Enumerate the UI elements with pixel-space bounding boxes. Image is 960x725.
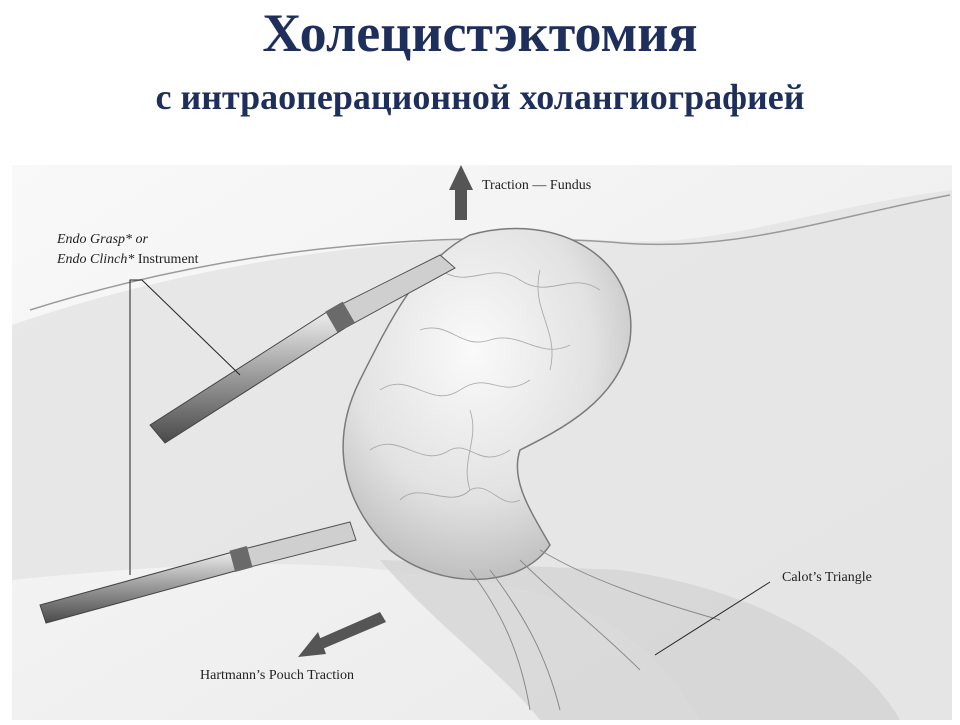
- instrument-label-line2-rest: Instrument: [134, 252, 199, 267]
- gallbladder: [342, 227, 632, 581]
- instrument-label-line2: Endo Clinch* Instrument: [57, 252, 199, 268]
- instrument-label-line1: Endo Grasp* or: [57, 232, 149, 247]
- instrument-label-line2-italic: Endo Clinch*: [57, 252, 135, 267]
- arrow-down-left-icon: [298, 612, 386, 657]
- leader-lines: [129, 279, 771, 656]
- arrow-up-icon: [449, 165, 473, 220]
- upper-instrument: [149, 254, 456, 444]
- gallbladder-vessels: [369, 269, 601, 503]
- traction-fundus-label: Traction — Fundus: [482, 178, 592, 193]
- cystic-structures: [469, 549, 721, 711]
- lower-instrument: [39, 521, 357, 624]
- slide-title: Холецистэктомия: [262, 3, 698, 63]
- hartmann-traction-label: Hartmann’s Pouch Traction: [200, 668, 354, 683]
- calots-triangle-label: Calot’s Triangle: [782, 570, 872, 585]
- lower-tissue: [380, 560, 900, 720]
- cholecystectomy-illustration: Traction — Fundus Endo Grasp* or Endo Cl…: [0, 150, 960, 720]
- slide-subtitle: с интраоперационной холангиографией: [155, 77, 805, 117]
- illustration-svg: [12, 165, 952, 720]
